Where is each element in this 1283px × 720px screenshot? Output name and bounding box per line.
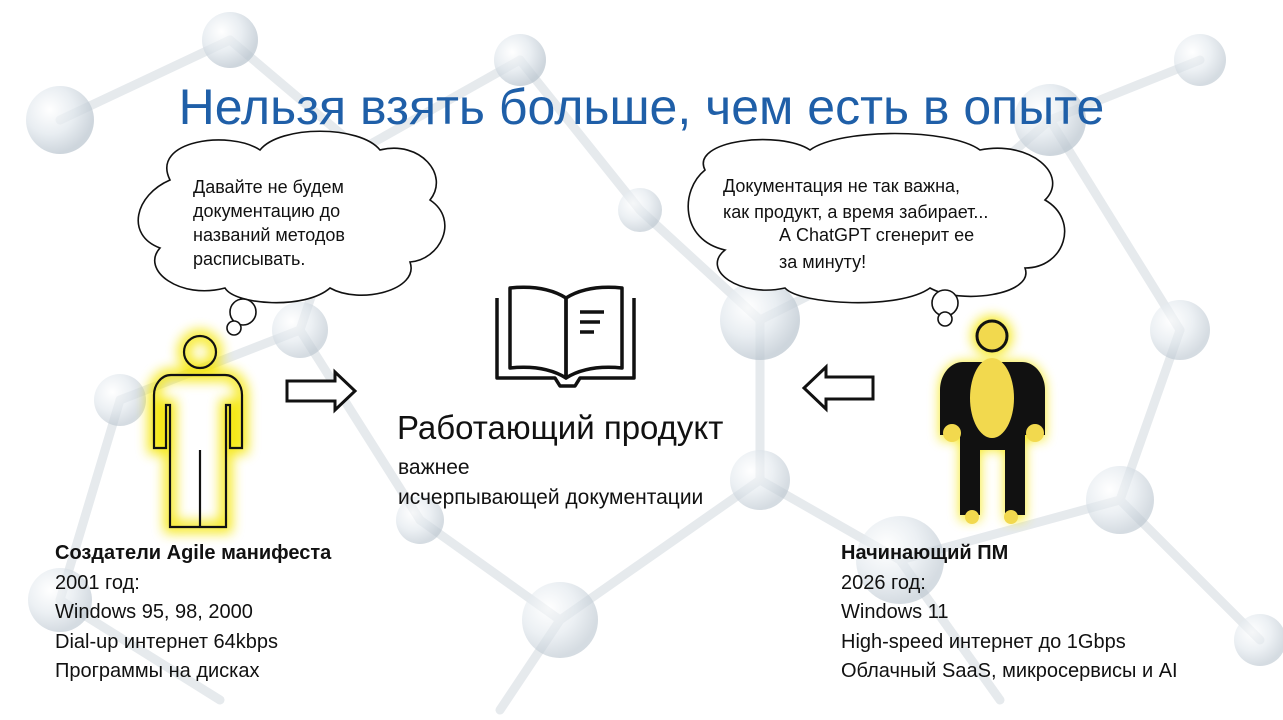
arrow-right-icon [285, 368, 358, 414]
left-caption-heading: Создатели Agile манифеста [55, 542, 332, 564]
right-caption-heading: Начинающий ПМ [841, 542, 1009, 564]
right-caption-line: Облачный SaaS, микросервисы и AI [841, 660, 1178, 682]
arrow-left-icon [801, 363, 875, 413]
left-person-figure [148, 330, 248, 533]
left-bubble-line: названий методов [193, 225, 345, 245]
right-thought-bubble [687, 132, 1066, 327]
product-subtitle-2: исчерпывающей документации [398, 486, 704, 509]
right-caption-line: High-speed интернет до 1Gbps [841, 630, 1126, 653]
product-title: Работающий продукт [397, 409, 724, 446]
open-book-icon [495, 285, 636, 388]
product-subtitle-1: важнее [398, 456, 470, 479]
left-bubble-line: расписывать. [193, 249, 306, 269]
right-bubble-line: Документация не так важна, [723, 176, 961, 196]
right-person-figure [940, 316, 1045, 524]
right-caption-line: Windows 11 [841, 601, 949, 623]
right-person-caption: Начинающий ПМ 2026 год: Windows 11 High-… [841, 539, 1178, 687]
right-bubble-line: за минуту! [779, 252, 867, 272]
left-bubble-text: Давайте не будем документацию до названи… [193, 175, 345, 271]
left-caption-line: Dial-up интернет 64kbps [55, 630, 279, 653]
left-caption-line: 2001 год: [55, 571, 140, 594]
left-caption-line: Windows 95, 98, 2000 [55, 601, 253, 623]
right-bubble-line: как продукт, а время забирает... [723, 202, 989, 222]
slide-title: Нельзя взять больше, чем есть в опыте [178, 79, 1105, 135]
left-thought-bubble [137, 130, 446, 336]
right-bubble-line: А ChatGPT сгенерит ее [779, 225, 975, 245]
right-caption-line: 2026 год: [841, 571, 926, 594]
left-caption-line: Программы на дисках [55, 660, 260, 682]
left-person-caption: Создатели Agile манифеста 2001 год: Wind… [55, 539, 331, 687]
left-bubble-line: Давайте не будем [193, 177, 344, 197]
left-bubble-line: документацию до [193, 201, 341, 221]
